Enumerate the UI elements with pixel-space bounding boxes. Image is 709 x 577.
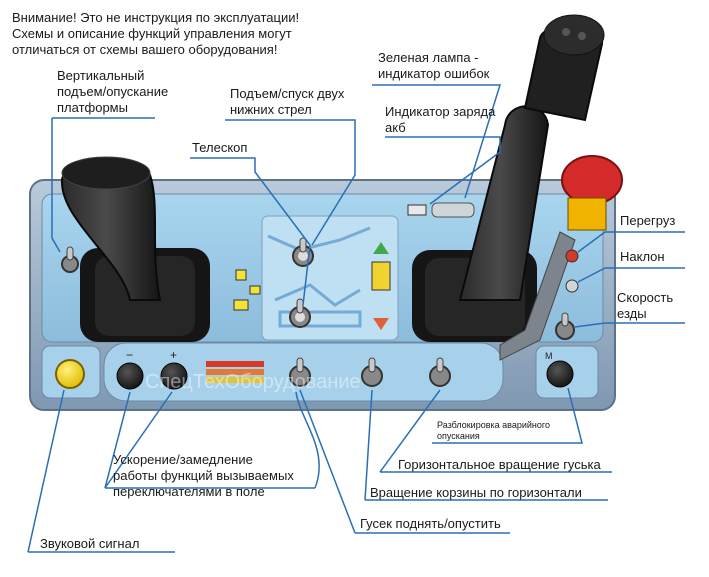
callout-lines bbox=[27, 84, 685, 553]
label-vertical: Вертикальный подъем/опускание платформы bbox=[57, 68, 169, 115]
label-telescope: Телескоп bbox=[192, 140, 248, 155]
watermark-text: СпецТехОборудование bbox=[145, 371, 361, 393]
joystick-bracket bbox=[499, 231, 576, 361]
battery-indicator bbox=[407, 204, 427, 216]
left-function-decals bbox=[233, 269, 261, 311]
label-jib-rotation: Горизонтальное вращение гуська bbox=[398, 457, 601, 472]
toggle-telescope[interactable] bbox=[289, 298, 311, 328]
horn-button[interactable] bbox=[55, 359, 85, 389]
label-speed: Скорость езды bbox=[617, 290, 674, 321]
label-battery: Индикатор заряда акб bbox=[385, 104, 496, 135]
label-emergency-unlock: Разблокировка аварийного опускания bbox=[437, 420, 550, 441]
toggle-basket-rotation[interactable] bbox=[361, 357, 383, 387]
label-jib-lift: Гусек поднять/опустить bbox=[360, 516, 501, 531]
estop-button[interactable] bbox=[561, 155, 623, 205]
label-overload: Перегруз bbox=[620, 213, 676, 228]
toggle-left-side[interactable] bbox=[61, 246, 79, 273]
overload-indicator bbox=[565, 249, 579, 263]
up-arrow-decal bbox=[373, 242, 389, 254]
label-accel: Ускорение/замедление работы функций вызы… bbox=[113, 452, 294, 499]
disclaimer-warning: Внимание! Это не инструкция по эксплуата… bbox=[12, 10, 299, 58]
svg-text:M: M bbox=[545, 351, 553, 361]
minus-button[interactable] bbox=[116, 362, 144, 390]
svg-text:+: + bbox=[170, 348, 177, 362]
label-tilt: Наклон bbox=[620, 249, 665, 264]
warning-line-2: Схемы и описание функций управления могу… bbox=[12, 26, 292, 41]
warning-line-3: отличаться от схемы вашего оборудования! bbox=[12, 42, 278, 57]
speed-level-indicator bbox=[206, 361, 264, 383]
toggle-jib-rotation[interactable] bbox=[429, 357, 451, 387]
tilt-indicator bbox=[565, 279, 579, 293]
emergency-unlock-button[interactable] bbox=[546, 360, 574, 388]
label-basket-rotation: Вращение корзины по горизонтали bbox=[370, 485, 582, 500]
joystick-top-grip bbox=[543, 14, 605, 56]
down-arrow-decal bbox=[373, 318, 389, 330]
toggle-speed[interactable] bbox=[555, 312, 575, 340]
label-lower-booms: Подъем/спуск двух нижних стрел bbox=[230, 86, 345, 117]
warning-line-1: Внимание! Это не инструкция по эксплуата… bbox=[12, 10, 300, 25]
toggle-jib-lift[interactable] bbox=[289, 357, 311, 387]
svg-text:−: − bbox=[126, 348, 133, 362]
label-green-lamp: Зеленая лампа - индикатор ошибок bbox=[378, 50, 490, 81]
green-lamp bbox=[431, 202, 475, 218]
label-horn: Звуковой сигнал bbox=[40, 536, 140, 551]
plus-button[interactable] bbox=[160, 362, 188, 390]
